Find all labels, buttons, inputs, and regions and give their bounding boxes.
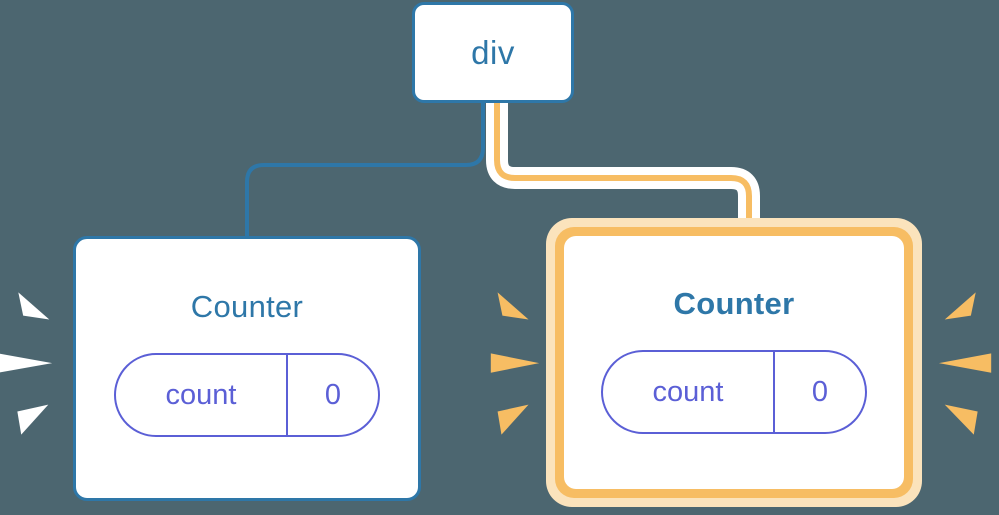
edge-div-to-right-counter	[494, 103, 752, 232]
sparkle-ray	[18, 292, 50, 320]
edge-div-to-left-counter	[245, 101, 485, 240]
counter-right-state-value: 0	[811, 375, 829, 408]
counter-right-title: Counter	[673, 286, 795, 321]
node-counter-right-highlight-outer: Counter count 0	[546, 218, 922, 507]
counter-left-state-pill: count 0	[114, 353, 380, 437]
sparkles-right-counter-left	[490, 292, 540, 435]
sparkle-ray	[497, 404, 529, 435]
sparkles-right-counter-right	[938, 292, 992, 435]
sparkles-left-counter-left	[0, 292, 53, 435]
sparkle-ray	[944, 404, 978, 435]
sparkle-ray	[0, 353, 53, 373]
node-counter-left[interactable]: Counter count 0	[73, 236, 421, 501]
node-div-label: div	[471, 33, 515, 71]
node-counter-right[interactable]: Counter count 0	[564, 236, 904, 489]
counter-left-title: Counter	[190, 289, 304, 324]
counter-left-state-key: count	[116, 355, 288, 435]
counter-right-state-pill: count 0	[601, 350, 867, 434]
sparkle-ray	[490, 353, 540, 373]
node-counter-right-highlight-ring: Counter count 0	[555, 227, 913, 498]
counter-left-state-value: 0	[324, 378, 342, 411]
sparkle-ray	[17, 404, 49, 435]
node-div[interactable]: div	[412, 2, 574, 103]
sparkle-ray	[944, 292, 976, 320]
edge-div-to-right-counter-halo	[486, 103, 760, 232]
sparkle-ray	[497, 292, 529, 320]
counter-right-state-key: count	[603, 352, 775, 432]
sparkle-ray	[938, 353, 992, 373]
